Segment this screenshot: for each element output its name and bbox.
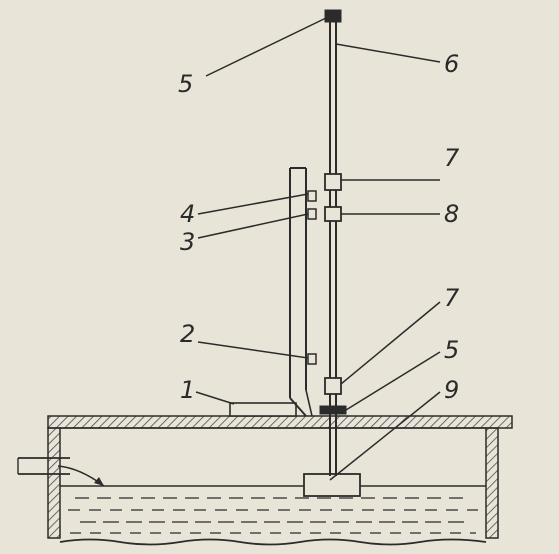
callout-7-upper: 7 <box>444 144 460 172</box>
callout-7-lower: 7 <box>444 284 460 312</box>
leader-1 <box>195 391 235 405</box>
callout-labels: 5 6 7 4 8 3 2 7 5 1 9 <box>178 50 460 404</box>
tank-left-wall <box>47 427 61 539</box>
leader-6 <box>335 43 441 63</box>
upper-switch <box>307 190 317 202</box>
tank-right-wall <box>485 427 499 539</box>
lower-stop <box>319 405 347 415</box>
tank-lid <box>47 415 513 429</box>
liquid <box>60 485 486 534</box>
leader-9 <box>329 391 441 481</box>
lower-switch <box>307 353 317 365</box>
callout-5-top: 5 <box>178 70 193 98</box>
upper-collar <box>324 173 342 191</box>
leader-lines <box>195 17 441 481</box>
middle-switch <box>307 208 317 220</box>
leader-5-lower <box>345 351 441 411</box>
leader-3 <box>197 213 309 239</box>
tank-bottom-edge <box>59 538 487 546</box>
callout-1: 1 <box>180 376 195 404</box>
float <box>303 473 361 497</box>
mounting-block <box>229 402 297 417</box>
callout-5-lower: 5 <box>444 336 459 364</box>
callout-3: 3 <box>180 228 195 256</box>
callout-6: 6 <box>444 50 459 78</box>
leader-4 <box>197 193 309 215</box>
callout-2: 2 <box>180 320 195 348</box>
striker <box>324 206 342 222</box>
top-stop <box>324 9 342 23</box>
leader-2 <box>197 341 309 359</box>
leader-5-top <box>205 17 327 77</box>
callout-9: 9 <box>444 376 459 404</box>
inlet-pipe <box>17 457 105 487</box>
scale-bracket <box>289 167 313 417</box>
lower-collar <box>324 377 342 395</box>
float-rod <box>329 22 337 476</box>
callout-4: 4 <box>180 200 195 228</box>
callout-8: 8 <box>444 200 459 228</box>
leader-7-lower <box>340 301 441 385</box>
tank <box>47 415 513 546</box>
flow-arrow-head <box>94 477 104 486</box>
